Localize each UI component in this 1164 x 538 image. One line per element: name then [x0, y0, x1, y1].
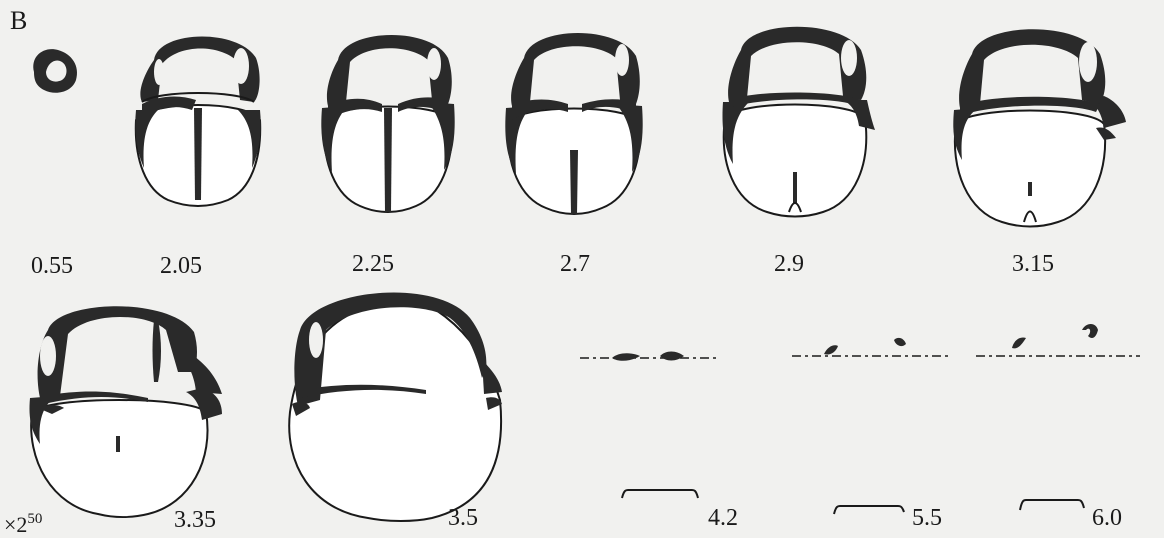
stage-label: 3.35 [174, 508, 216, 532]
scale-bar-5.5 [834, 506, 904, 514]
stage-label: 3.15 [1012, 252, 1054, 276]
profile-label: 4.2 [708, 506, 738, 530]
skull-stage-3.15 [953, 29, 1126, 226]
stage-label: 3.5 [448, 506, 478, 530]
stage-label: 2.25 [352, 252, 394, 276]
skull-stage-3.5 [289, 292, 502, 521]
scale-bar-6.0 [1020, 500, 1084, 510]
profile-6.0 [976, 324, 1140, 356]
stage-label: 2.7 [560, 252, 590, 276]
stage-label: 2.9 [774, 252, 804, 276]
profile-label: 6.0 [1092, 506, 1122, 530]
skull-stage-2.05 [135, 36, 260, 206]
profile-label: 5.5 [912, 506, 942, 530]
stage-label: 0.55 [31, 254, 73, 278]
skull-stage-2.25 [321, 35, 454, 212]
skull-stage-2.9 [722, 27, 875, 217]
profile-4.2 [580, 352, 720, 361]
stage-label: 2.05 [160, 254, 202, 278]
scale-bar-4.2 [622, 490, 698, 498]
skull-stage-0.55 [33, 49, 77, 93]
profile-5.5 [792, 338, 948, 356]
skull-stage-3.35 [29, 306, 222, 517]
skull-stage-2.7 [505, 33, 642, 214]
